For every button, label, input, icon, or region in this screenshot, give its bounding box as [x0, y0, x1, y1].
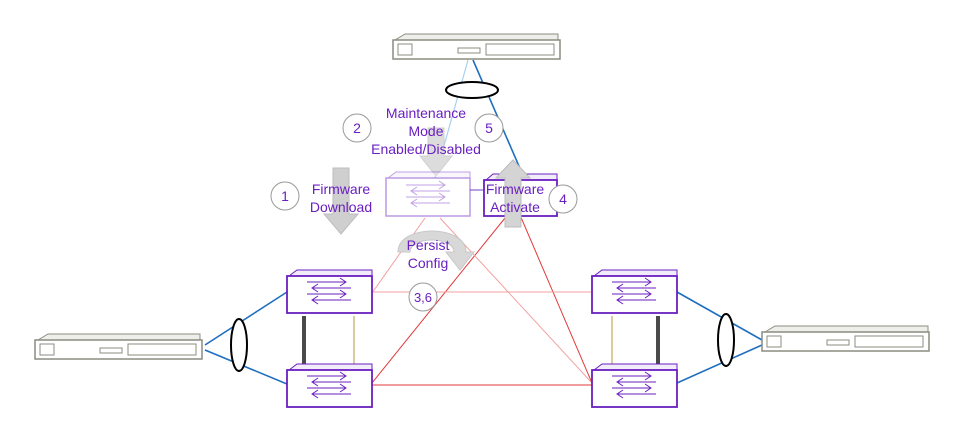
switch-maintenance [385, 171, 471, 217]
svg-text:3,6: 3,6 [414, 290, 432, 305]
firmware-download-label-line1: Firmware [312, 181, 371, 197]
activate-up-arrow-overlay-icon [494, 159, 532, 228]
svg-text:5: 5 [485, 120, 493, 136]
maintenance-label-line2: Mode [408, 123, 443, 139]
labels: Maintenance Mode Enabled/Disabled Firmwa… [310, 105, 545, 271]
uplink-left-server-bottom [204, 349, 288, 385]
firmware-activate-label-line2: Activate [490, 199, 540, 215]
download-arrow-icon [322, 167, 360, 235]
step-badge-1: 1 [270, 181, 300, 211]
maintenance-down-arrow-icon [418, 127, 454, 177]
uplink-left-server-top [204, 291, 288, 346]
link-active-to-right-bottom [519, 214, 593, 384]
maintenance-label-line3: Enabled/Disabled [371, 141, 481, 157]
maintenance-label-line1: Maintenance [386, 105, 466, 121]
firmware-download-label-line2: Download [310, 199, 372, 215]
lag-groups [230, 81, 735, 372]
svg-text:2: 2 [353, 120, 361, 136]
firmware-activate-label-line1: Firmware [486, 181, 545, 197]
link-maint-to-right-bottom [439, 217, 593, 384]
server-icon [392, 33, 561, 60]
step-badges: 1 2 5 4 3,6 [270, 113, 578, 312]
switch-left-top [286, 269, 373, 314]
switch-right-top [591, 269, 678, 314]
svg-text:4: 4 [559, 191, 567, 207]
switch-left-bottom [286, 363, 373, 408]
persist-config-arrow-icon [397, 230, 476, 271]
persist-config-label-line2: Config [408, 255, 448, 271]
lag-ellipse-icon [230, 318, 248, 372]
link-active-to-left-bottom [371, 217, 506, 384]
lag-ellipse-icon [445, 81, 499, 99]
uplink-right-server-bottom [676, 344, 763, 384]
switch-right-bottom [591, 363, 678, 408]
server-icon [34, 333, 203, 360]
step-badge-5: 5 [474, 113, 504, 143]
links [204, 59, 763, 386]
uplink-right-server-top [676, 291, 763, 341]
persist-config-label-line1: Persist [407, 237, 450, 253]
step-badge-2: 2 [342, 113, 372, 143]
lag-ellipse-icon [717, 313, 735, 367]
svg-text:1: 1 [281, 188, 289, 204]
link-maint-to-left-top [371, 217, 426, 294]
step-badge-4: 4 [548, 184, 578, 214]
step-badge-3-6: 3,6 [408, 282, 438, 312]
server-icon [761, 325, 930, 352]
